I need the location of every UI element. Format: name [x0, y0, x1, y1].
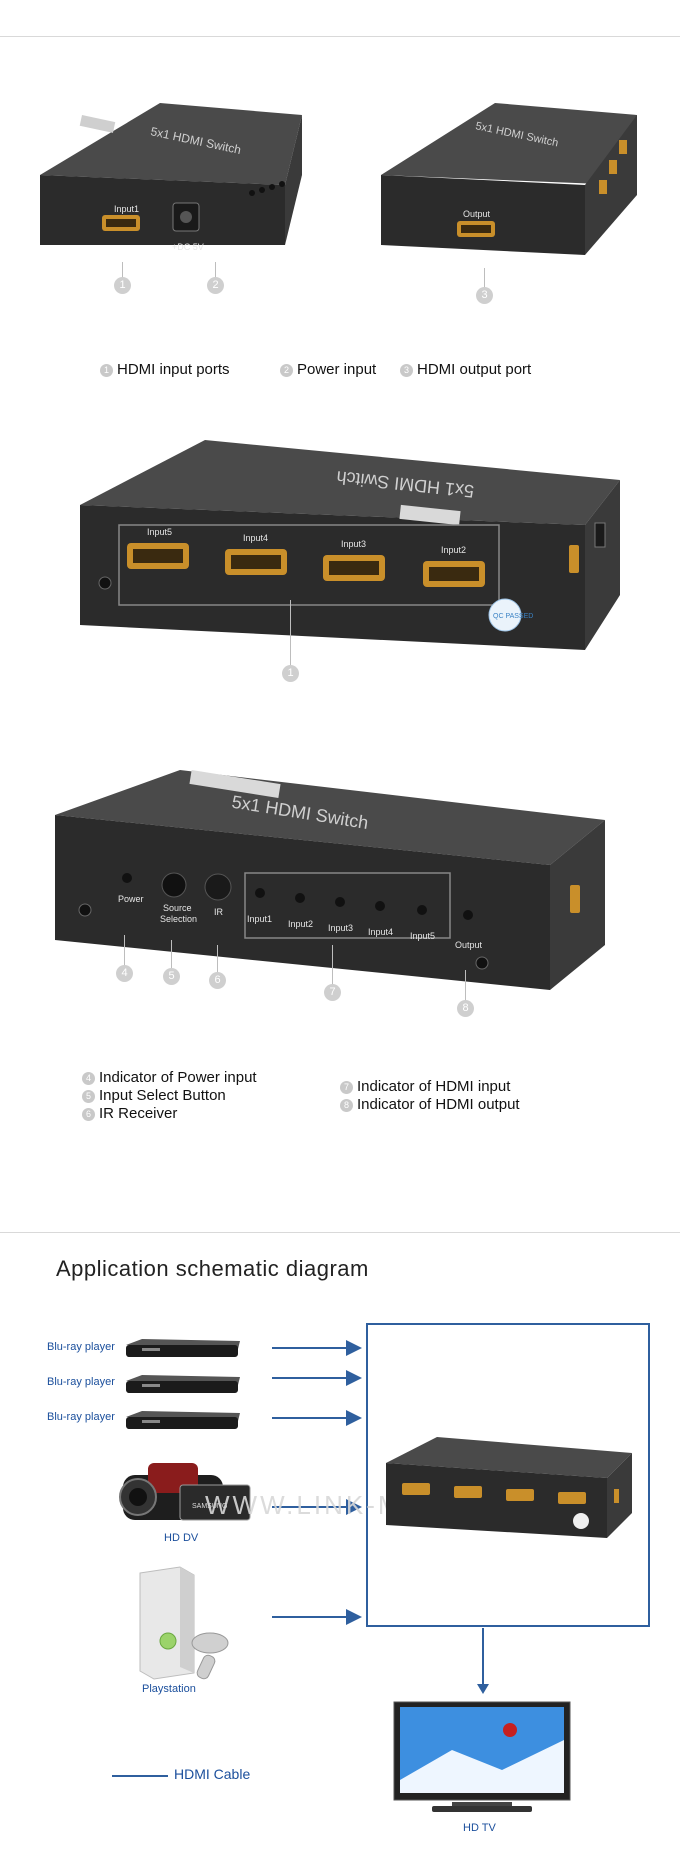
svg-text:Input3: Input3 — [328, 923, 353, 933]
svg-text:Input1: Input1 — [247, 914, 272, 924]
callout-2: 2 — [207, 277, 224, 294]
svg-text:Input5: Input5 — [410, 931, 435, 941]
diagram-title: Application schematic diagram — [56, 1256, 369, 1281]
callout-1b: 1 — [282, 665, 299, 682]
callout-3: 3 — [476, 287, 493, 304]
svg-text:Input5: Input5 — [147, 527, 172, 537]
game-console-icon — [139, 1566, 229, 1680]
svg-text:Input2: Input2 — [441, 545, 466, 555]
cable-legend-line — [112, 1775, 168, 1777]
svg-text:Output: Output — [455, 940, 483, 950]
source-label-playstation: Playstation — [142, 1683, 196, 1695]
callout-7: 7 — [324, 984, 341, 1001]
source-label-bluray-3: Blu-ray player — [47, 1411, 115, 1423]
svg-text:SAMSUNG: SAMSUNG — [192, 1503, 227, 1510]
top-divider — [0, 36, 680, 37]
svg-text:Input3: Input3 — [341, 539, 366, 549]
switch-back-inputs: 5x1 HDMI Switch Input5 Input4 Input3 Inp… — [80, 440, 620, 650]
svg-text:Input4: Input4 — [368, 927, 393, 937]
switch-in-diagram — [386, 1437, 632, 1538]
source-label-hd-dv: HD DV — [164, 1532, 199, 1544]
switch-front-panel: 5x1 HDMI Switch Power Source Selection I… — [55, 770, 605, 990]
switch-frame — [366, 1323, 650, 1627]
callout-6: 6 — [209, 972, 226, 989]
cable-legend-label: HDMI Cable — [174, 1766, 251, 1782]
tv-label: HD TV — [463, 1822, 496, 1834]
source-label-bluray-2: Blu-ray player — [47, 1376, 115, 1388]
svg-text:Input2: Input2 — [288, 919, 313, 929]
switch-rear-view-right: 5x1 HDMI Switch Output — [381, 103, 637, 255]
svg-text:IR: IR — [214, 907, 224, 917]
down-arrow — [477, 1628, 489, 1694]
switch-rear-view-left: 5x1 HDMI Switch Input1 +DC 5V — [40, 103, 302, 252]
svg-text:Selection: Selection — [160, 914, 197, 924]
svg-text:QC PASSED: QC PASSED — [493, 613, 533, 620]
callout-5: 5 — [163, 968, 180, 985]
svg-text:Input4: Input4 — [243, 533, 268, 543]
svg-text:Power: Power — [118, 894, 144, 904]
source-label-bluray-1: Blu-ray player — [47, 1341, 115, 1353]
callout-4: 4 — [116, 965, 133, 982]
section-divider — [0, 1232, 680, 1233]
svg-text:Source: Source — [163, 903, 192, 913]
callout-1: 1 — [114, 277, 131, 294]
svg-text:Input1: Input1 — [114, 204, 139, 214]
svg-text:+DC 5V: +DC 5V — [172, 242, 204, 252]
connection-arrows — [272, 1340, 362, 1625]
bluray-player-icon — [126, 1339, 240, 1429]
svg-text:Output: Output — [463, 209, 491, 219]
hd-tv-icon — [393, 1701, 571, 1812]
callout-8: 8 — [457, 1000, 474, 1017]
camcorder-icon: SAMSUNG — [119, 1463, 251, 1521]
